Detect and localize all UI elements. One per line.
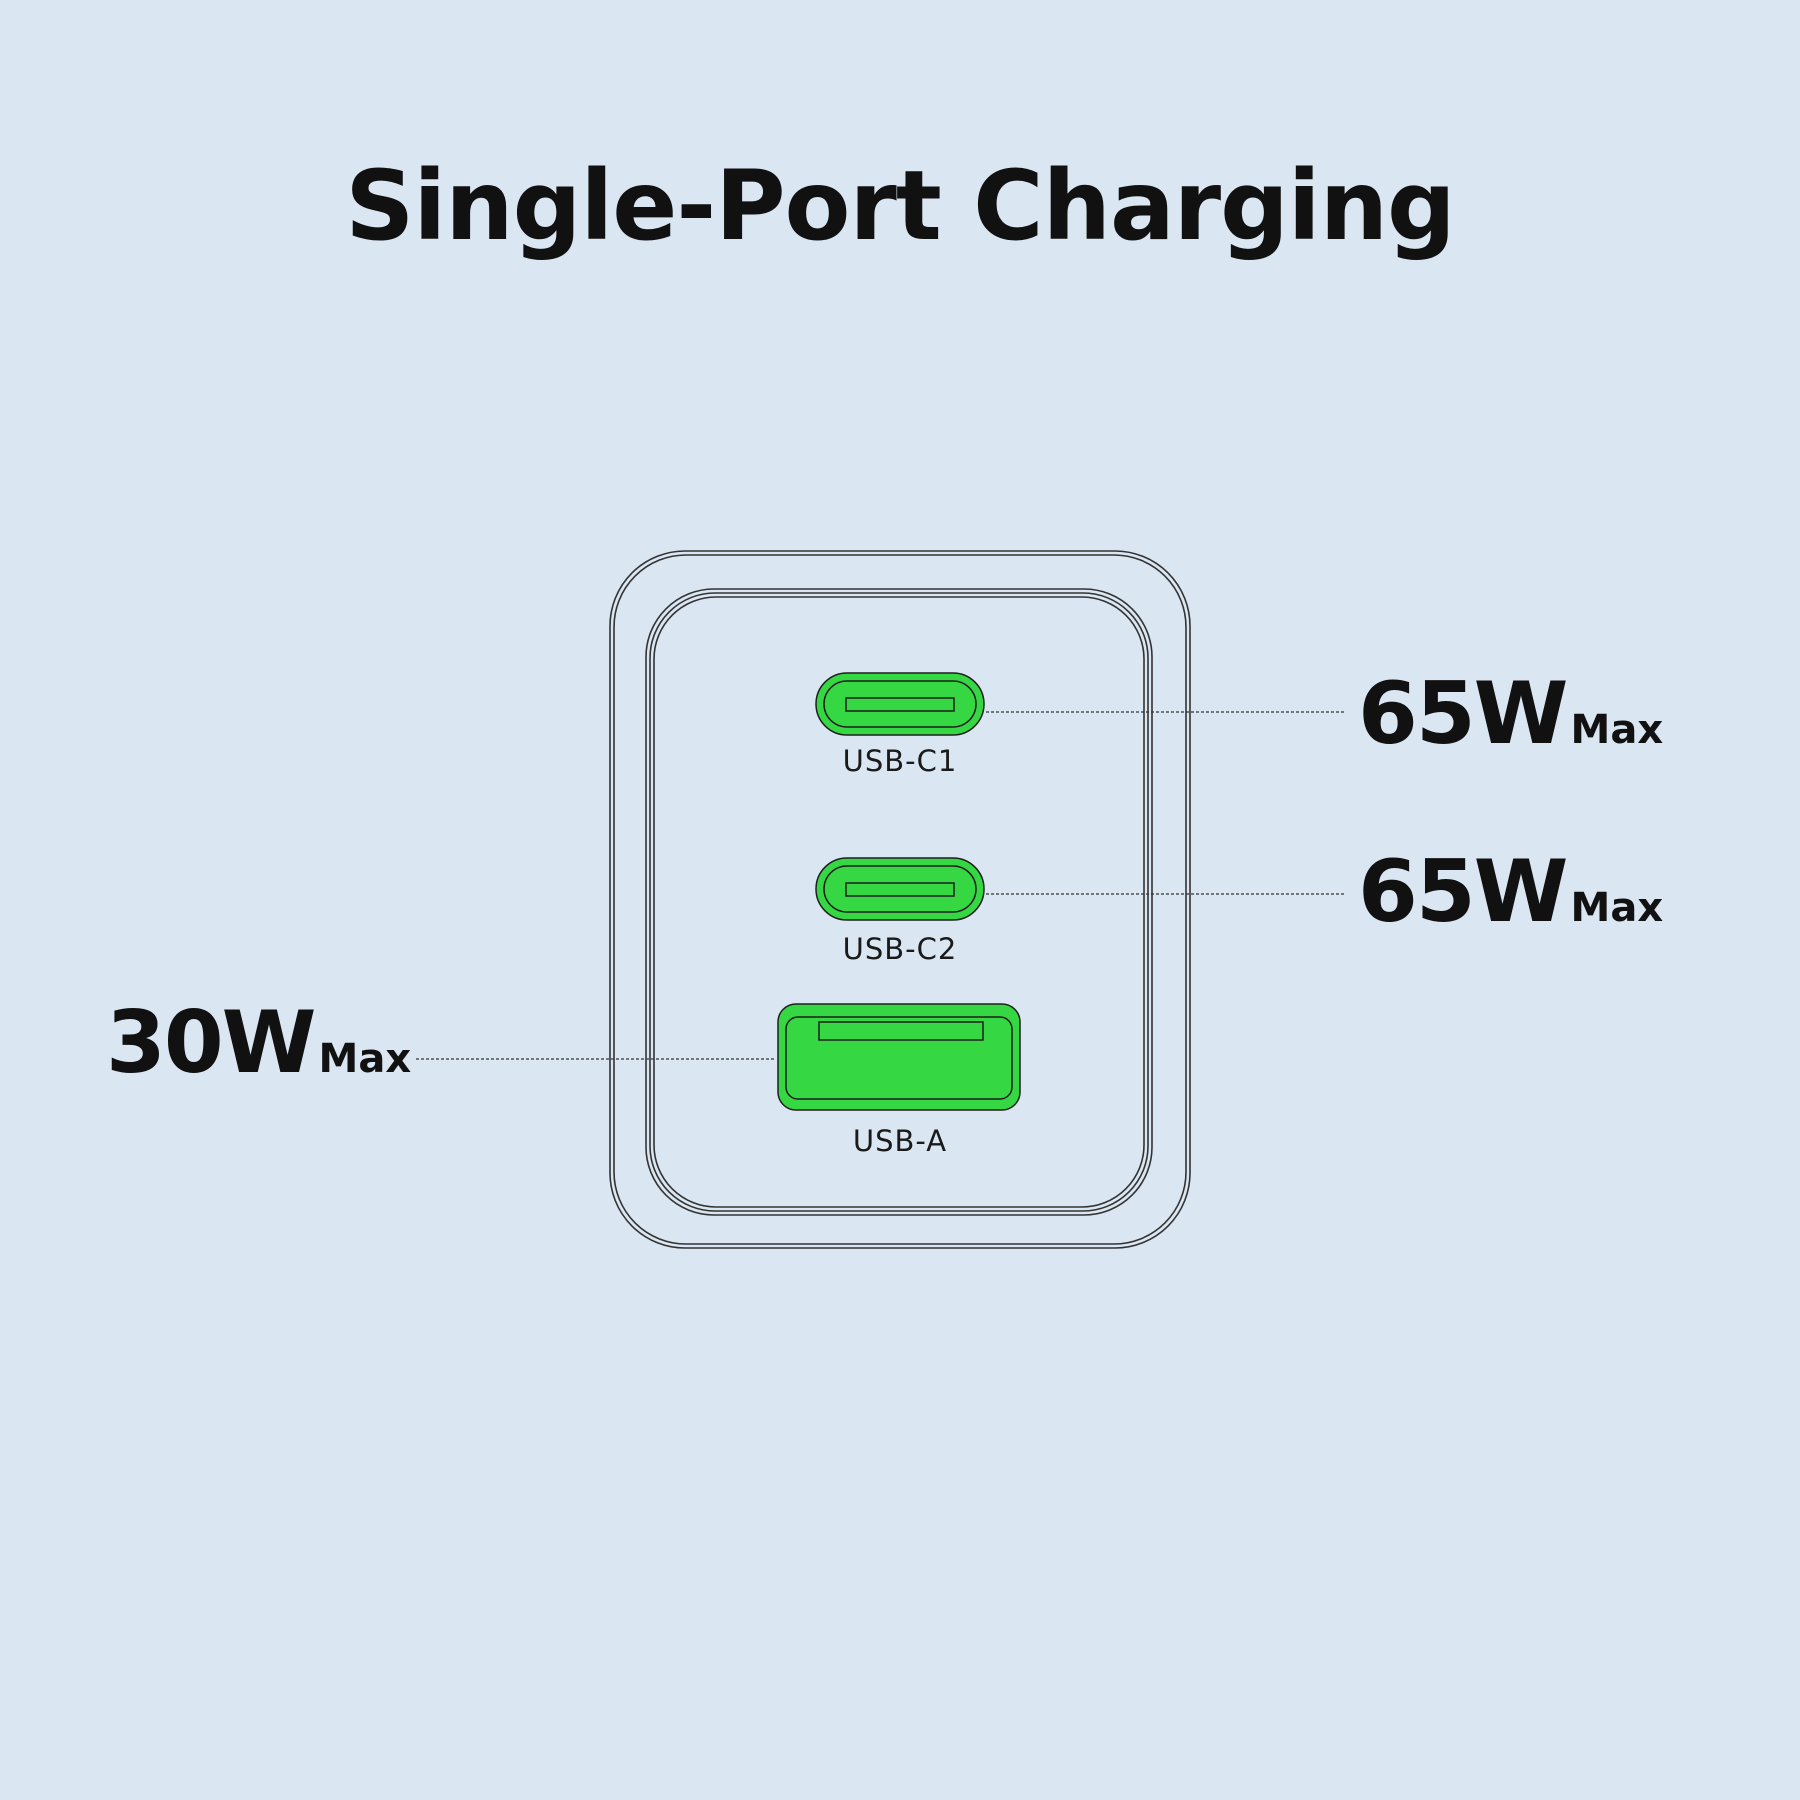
power-value: 65W [1358,842,1569,942]
usb-c1-port-icon [815,672,985,736]
power-value: 30W [106,993,317,1093]
port-label-usb-c2: USB-C2 [842,932,958,966]
power-suffix: Max [1570,707,1664,753]
charger-outline [609,550,1191,1249]
usb-c2-port-icon [815,857,985,921]
leader-lines [416,711,1345,1060]
page-title: Single-Port Charging [345,150,1456,262]
power-suffix: Max [1570,885,1664,931]
usb-a-port-icon [777,1003,1021,1111]
port-label-usb-a: USB-A [852,1124,948,1158]
port-label-usb-c1: USB-C1 [842,744,958,778]
power-suffix: Max [318,1036,412,1082]
power-value: 65W [1358,664,1569,764]
